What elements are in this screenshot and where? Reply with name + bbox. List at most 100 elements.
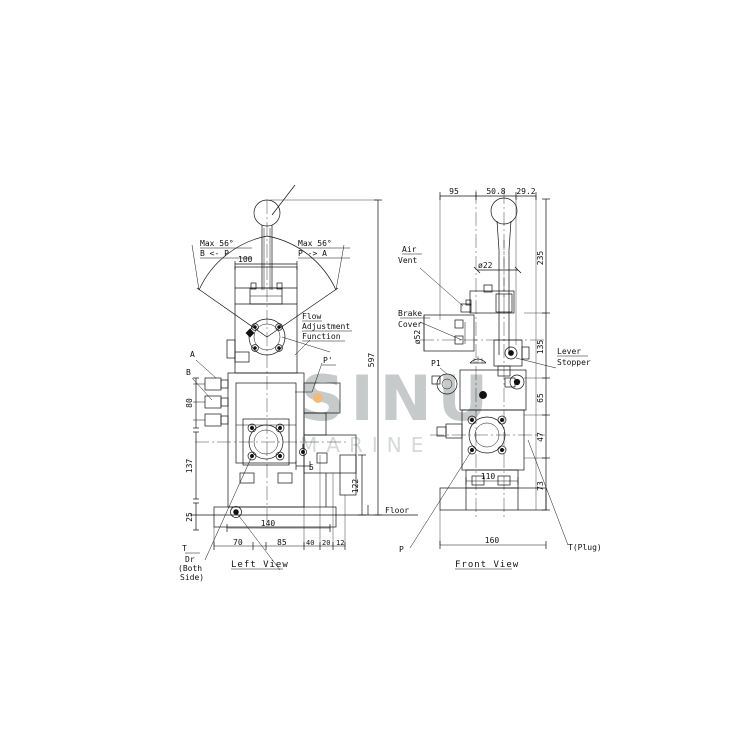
dim-40-label: 40 xyxy=(306,539,314,547)
leader-air-vent xyxy=(419,267,464,307)
upper-bolt-right xyxy=(276,282,283,290)
p1-port-boss xyxy=(431,375,441,385)
dim-140-label: 140 xyxy=(261,519,276,528)
leader-pp xyxy=(311,362,323,393)
brake-cover-detail-1 xyxy=(454,319,464,329)
port-a-label: A xyxy=(190,350,195,359)
watermark-sub-text: MARINE xyxy=(300,433,432,457)
port-block-c xyxy=(204,413,222,427)
dim-25-label: 25 xyxy=(185,512,194,522)
dim-597-label: 597 xyxy=(367,353,376,368)
lever-stopper-dot xyxy=(508,350,514,356)
main-bolt-dot-2 xyxy=(278,426,282,430)
main-flange-bolt-2 xyxy=(275,423,285,433)
lever-shaft-front-l xyxy=(496,220,500,355)
dim-160-label: 160 xyxy=(485,536,500,545)
dim-5-label: 5 xyxy=(309,463,314,472)
brake-cover-label-2: Cover xyxy=(398,320,422,329)
port-nipple-c xyxy=(220,415,229,425)
upper-bolt-dot-3 xyxy=(253,346,257,350)
leader-p-front xyxy=(409,449,473,549)
watermark-main-text: SINU xyxy=(300,362,494,435)
main-flange-bolt-3 xyxy=(247,451,257,461)
front-view-group xyxy=(398,190,588,570)
port-t-left-label: T xyxy=(182,544,187,553)
p1-port-inner xyxy=(441,378,453,390)
pivot-marker xyxy=(245,328,255,338)
front-right-boss-circle xyxy=(509,374,525,390)
dim-95-label: 95 xyxy=(449,187,459,196)
dim-5-marker-circle xyxy=(299,448,307,456)
max56-right-label: Max 56° xyxy=(298,239,332,248)
dim-5-marker-dot xyxy=(301,450,305,454)
upper-flange-bolt-2 xyxy=(275,323,283,331)
leader-t-plug xyxy=(527,439,569,546)
leader-brake-cover xyxy=(419,321,463,341)
front-flange-bolt-4 xyxy=(497,445,507,455)
brake-cover-label-1: Brake xyxy=(398,309,422,318)
leader-b xyxy=(191,377,213,401)
leader-lever-stopper xyxy=(515,357,557,369)
leader-a xyxy=(195,359,217,379)
front-right-boss-block xyxy=(504,377,516,388)
front-view-title: Front View xyxy=(455,560,519,570)
flow-label-1: Flow xyxy=(302,312,321,321)
angle-ray-left xyxy=(196,287,268,338)
port-dr-label-2: (Both xyxy=(178,564,202,573)
upper-flange-bolt-4 xyxy=(275,344,283,352)
small-detail-box-1 xyxy=(316,452,328,464)
dim-20-label: 20 xyxy=(322,539,330,547)
leader-flow-1 xyxy=(294,339,311,356)
base-bolt-circle xyxy=(230,506,242,518)
flow-label-3: Function xyxy=(302,332,341,341)
p-to-a-label: P -> A xyxy=(298,249,327,258)
leader-flow-2 xyxy=(281,336,331,353)
dia-52-label: ø52 xyxy=(413,330,422,345)
watermark-accent-dot xyxy=(313,393,323,403)
lever-stopper-circle xyxy=(504,346,518,360)
dim-110-label: 110 xyxy=(481,472,496,481)
dia22-tick-r xyxy=(514,266,522,274)
port-t-plug-label: T(Plug) xyxy=(568,543,602,552)
right-manifold-4 xyxy=(339,454,357,496)
front-bottom-detail-1 xyxy=(471,475,485,486)
port-nipple-a xyxy=(220,379,229,389)
port-p-front-label: P xyxy=(399,545,404,554)
lever-shaft-front-r xyxy=(508,220,512,355)
angle-leader-left xyxy=(191,244,200,291)
dim-235-label: 235 xyxy=(536,251,545,266)
b-to-p-label: B <- P xyxy=(200,249,229,258)
front-bolt-dot-1 xyxy=(470,418,474,422)
main-body-inner xyxy=(235,382,297,464)
main-bolt-dot-4 xyxy=(278,454,282,458)
lever-stopper-nut xyxy=(521,346,530,360)
lever-stopper-label-2: Stopper xyxy=(557,358,591,367)
dim-122-label: 122 xyxy=(351,479,360,494)
main-bolt-dot-1 xyxy=(250,426,254,430)
air-vent-label-1: Air xyxy=(402,245,417,254)
front-flange-bolt-2 xyxy=(497,415,507,425)
upper-flange-bolt-3 xyxy=(251,344,259,352)
leader-p1 xyxy=(439,367,448,375)
brake-cover-block xyxy=(423,314,475,352)
bottom-detail-2 xyxy=(277,472,293,484)
left-view-group xyxy=(185,184,398,571)
port-p1-label: P1 xyxy=(431,359,441,368)
air-vent-label-2: Vent xyxy=(398,256,417,265)
front-bolt-dot-2 xyxy=(500,418,504,422)
leader-t-left xyxy=(235,511,281,571)
lever-stopper-label-1: Lever xyxy=(557,347,581,356)
front-right-boss-dot xyxy=(513,378,521,386)
dia-22-label: ø22 xyxy=(478,261,493,270)
main-body-outline xyxy=(227,372,305,508)
upper-bolt-left xyxy=(250,282,257,290)
base-plate-left xyxy=(213,506,337,528)
air-vent-tip xyxy=(465,299,472,306)
upper-side-lug xyxy=(226,339,236,359)
angle-ray-right xyxy=(266,287,339,338)
dim-12-label: 12 xyxy=(336,539,344,547)
main-flange-bolt-4 xyxy=(275,451,285,461)
dim-508-label: 50.8 xyxy=(486,187,505,196)
dia22-tick-l xyxy=(473,266,481,274)
